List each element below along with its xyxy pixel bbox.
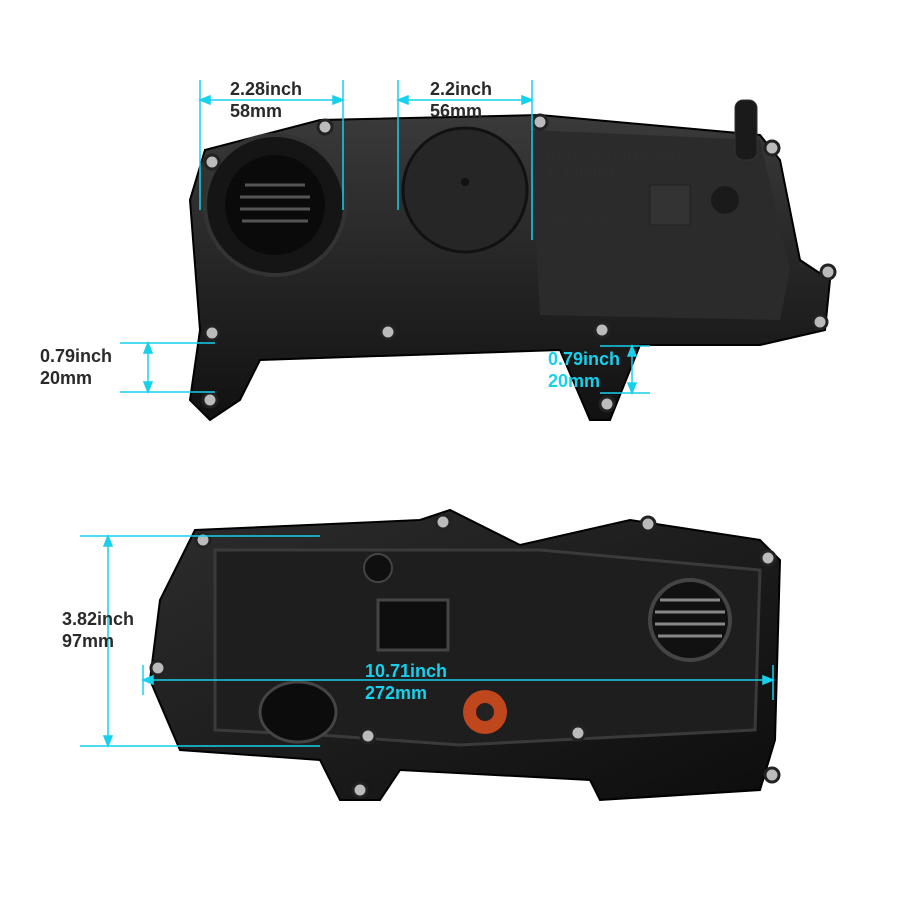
dimension-inch: 2.2inch (430, 79, 493, 99)
dimension-inch: 2.28inch (230, 79, 303, 99)
dimension-label-length: 10.71inch 272mm (365, 660, 447, 704)
dimension-label-right-flange: 0.79inch 20mm (548, 348, 620, 392)
dimension-label-height: 3.82inch 97mm (62, 608, 134, 652)
valve-cover-bottom-view (148, 508, 782, 802)
valve-cover-top-view (188, 99, 837, 422)
mounting-holes-bottom (149, 513, 781, 799)
part-number-line1: HL14-2570010-AAB (545, 146, 687, 162)
dimension-mm: 20mm (548, 371, 601, 391)
pcv-cap (401, 126, 529, 254)
dimension-mm: 97mm (62, 631, 115, 651)
dimension-label-oil-port-width: 2.28inch 58mm (230, 78, 302, 122)
dimension-mm: 272mm (365, 683, 428, 703)
dimension-inch: 0.79inch (40, 346, 113, 366)
dimension-label-left-flange: 0.79inch 20mm (40, 345, 112, 389)
dimension-mm: 56mm (430, 101, 483, 121)
dimension-lines (80, 80, 776, 749)
dimension-mm: 20mm (40, 368, 93, 388)
dimension-label-cap-width: 2.2inch 56mm (430, 78, 492, 122)
part-number-line2: 32140004 (545, 164, 616, 180)
mounting-holes-top (201, 113, 837, 413)
dimension-inch: 10.71inch (365, 661, 448, 681)
vent-grille (648, 578, 732, 662)
dimension-inch: 3.82inch (62, 609, 135, 629)
material-marking: >PA66-GF30< (545, 216, 620, 227)
dimension-mm: 58mm (230, 101, 283, 121)
dimension-inch: 0.79inch (548, 349, 621, 369)
breather-pipe (734, 99, 758, 161)
